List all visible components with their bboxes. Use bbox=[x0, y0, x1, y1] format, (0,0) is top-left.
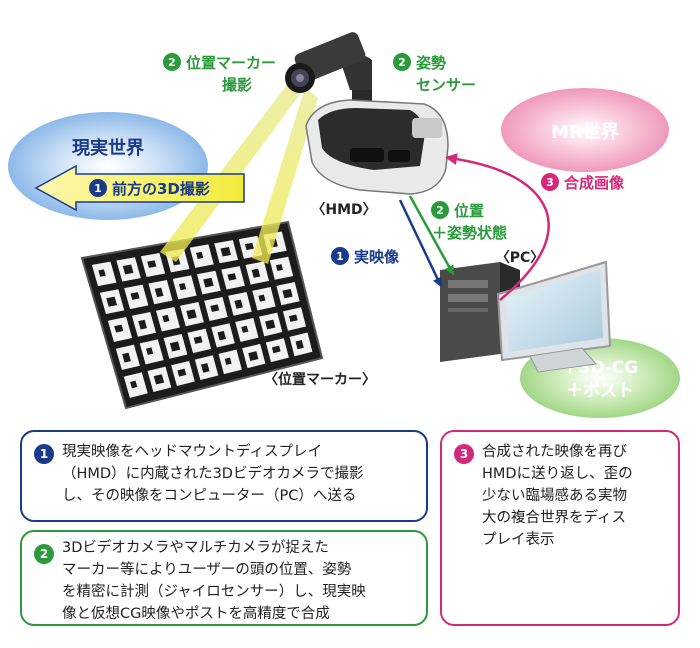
marker-tile-pattern bbox=[258, 294, 266, 302]
front-3d-number-badge bbox=[89, 179, 107, 197]
marker-tile-pattern bbox=[186, 309, 197, 320]
note-3-number-badge: 3 bbox=[454, 444, 474, 464]
marker-tile-pattern bbox=[203, 277, 214, 288]
marker-tile-pattern bbox=[153, 374, 165, 385]
marker-tile-pattern bbox=[275, 264, 283, 272]
marker-tile-pattern bbox=[295, 340, 304, 350]
marker-tile-pattern bbox=[227, 273, 237, 281]
position-marker-board bbox=[80, 220, 324, 410]
position-number-badge bbox=[431, 201, 449, 219]
front-3d-arrow bbox=[34, 164, 245, 212]
marker-tile-pattern bbox=[217, 330, 226, 341]
camera-beam-left bbox=[160, 78, 306, 262]
position-marker-label: 〈位置マーカー〉 bbox=[264, 371, 376, 388]
marker-tile-pattern bbox=[146, 347, 154, 355]
mr-world-cloud bbox=[501, 88, 669, 172]
marker-tile-pattern bbox=[193, 336, 203, 344]
marker-tile-pattern bbox=[196, 251, 204, 259]
marker-tile-pattern bbox=[122, 352, 131, 363]
note-2-number-badge: 2 bbox=[34, 544, 54, 564]
marker-tile-pattern bbox=[122, 264, 134, 275]
note-1-text: 現実映像をヘッドマウントディスプレイ （HMD）に内蔵された3Dビデオカメラで撮… bbox=[62, 444, 364, 504]
composite-arrow bbox=[445, 153, 550, 301]
note-box-3: 3 合成された映像を再び HMDに送り返し、歪の 少ない臨場感ある実物 大の複合… bbox=[440, 430, 680, 626]
pc bbox=[440, 260, 612, 373]
front-3d-number: 1 bbox=[94, 182, 102, 195]
marker-tile-pattern bbox=[282, 288, 293, 299]
note-1-number-badge: 1 bbox=[34, 444, 54, 464]
real-video-arrow bbox=[398, 199, 442, 288]
front-3d-label: 前方の3D撮影 bbox=[112, 180, 210, 198]
marker-tile-pattern bbox=[251, 268, 261, 278]
marker-tile-pattern bbox=[147, 260, 157, 268]
marker-tile-pattern bbox=[114, 324, 124, 333]
note-box-1: 1 現実映像をヘッドマウントディスプレイ （HMD）に内蔵された3Dビデオカメラ… bbox=[20, 430, 428, 522]
hmd-label: 〈HMD〉 bbox=[311, 202, 376, 218]
cg-label-line2: ＋ポスト bbox=[566, 380, 634, 401]
marker-photo-line2: 撮影 bbox=[222, 76, 252, 94]
marker-tile-pattern bbox=[210, 304, 220, 312]
composite-number: 3 bbox=[546, 176, 554, 189]
marker-tile-pattern bbox=[169, 341, 181, 352]
marker-tile-pattern bbox=[241, 325, 249, 333]
note-box-2: 2 3Dビデオカメラやマルチカメラが捉えた マーカー等によりユーザーの頭の位置、… bbox=[20, 530, 428, 626]
posture-sensor-line2: センサー bbox=[416, 76, 476, 94]
marker-tile-pattern bbox=[106, 296, 117, 307]
marker-tile-pattern bbox=[271, 345, 281, 354]
note-3-text: 合成された映像を再び HMDに送り返し、歪の 少ない臨場感ある実物 大の複合世界… bbox=[482, 444, 633, 548]
hmd-device bbox=[285, 32, 449, 195]
marker-photo-number-badge bbox=[163, 53, 181, 71]
marker-tile-pattern bbox=[265, 319, 276, 330]
marker-tile-pattern bbox=[234, 299, 243, 309]
composite-label: 合成画像 bbox=[563, 174, 625, 192]
real-video-number: 1 bbox=[336, 250, 344, 263]
mr-world-label: MR世界 bbox=[551, 122, 619, 143]
marker-tile-pattern bbox=[130, 380, 138, 389]
posture-sensor-line1: 姿勢 bbox=[416, 54, 446, 72]
marker-tile-pattern bbox=[138, 319, 147, 330]
real-video-label: 実映像 bbox=[354, 248, 400, 266]
position-arrow bbox=[408, 195, 454, 276]
marker-photo-line1: 位置マーカー bbox=[186, 54, 276, 72]
pc-label: 〈PC〉 bbox=[496, 250, 545, 266]
marker-photo-number: 2 bbox=[168, 56, 176, 69]
marker-tile-pattern bbox=[220, 247, 231, 257]
real-video-number-badge bbox=[331, 247, 349, 265]
composite-number-badge bbox=[541, 173, 559, 191]
camera-beam-right bbox=[252, 88, 318, 264]
note-2-text: 3Dビデオカメラやマルチカメラが捉えた マーカー等によりユーザーの頭の位置、姿勢… bbox=[62, 540, 366, 622]
marker-tile-pattern bbox=[248, 351, 259, 362]
posture-sensor-number: 2 bbox=[398, 56, 406, 69]
marker-tile-pattern bbox=[177, 368, 187, 377]
real-world-label: 現実世界 bbox=[72, 137, 144, 159]
marker-tile-pattern bbox=[288, 314, 298, 322]
position-number: 2 bbox=[436, 204, 444, 217]
position-line2: ＋姿勢状態 bbox=[432, 224, 507, 242]
marker-tile-pattern bbox=[224, 357, 232, 365]
marker-tile-pattern bbox=[244, 242, 254, 251]
real-world-cloud bbox=[8, 112, 208, 220]
marker-tile-pattern bbox=[178, 283, 187, 291]
marker-tile-pattern bbox=[98, 269, 106, 277]
position-line1: 位置 bbox=[454, 202, 484, 220]
marker-tile-pattern bbox=[130, 292, 140, 300]
posture-sensor-number-badge bbox=[393, 53, 411, 71]
marker-tile-pattern bbox=[201, 363, 210, 373]
marker-tile-pattern bbox=[154, 287, 164, 298]
marker-tile-pattern bbox=[162, 314, 170, 323]
